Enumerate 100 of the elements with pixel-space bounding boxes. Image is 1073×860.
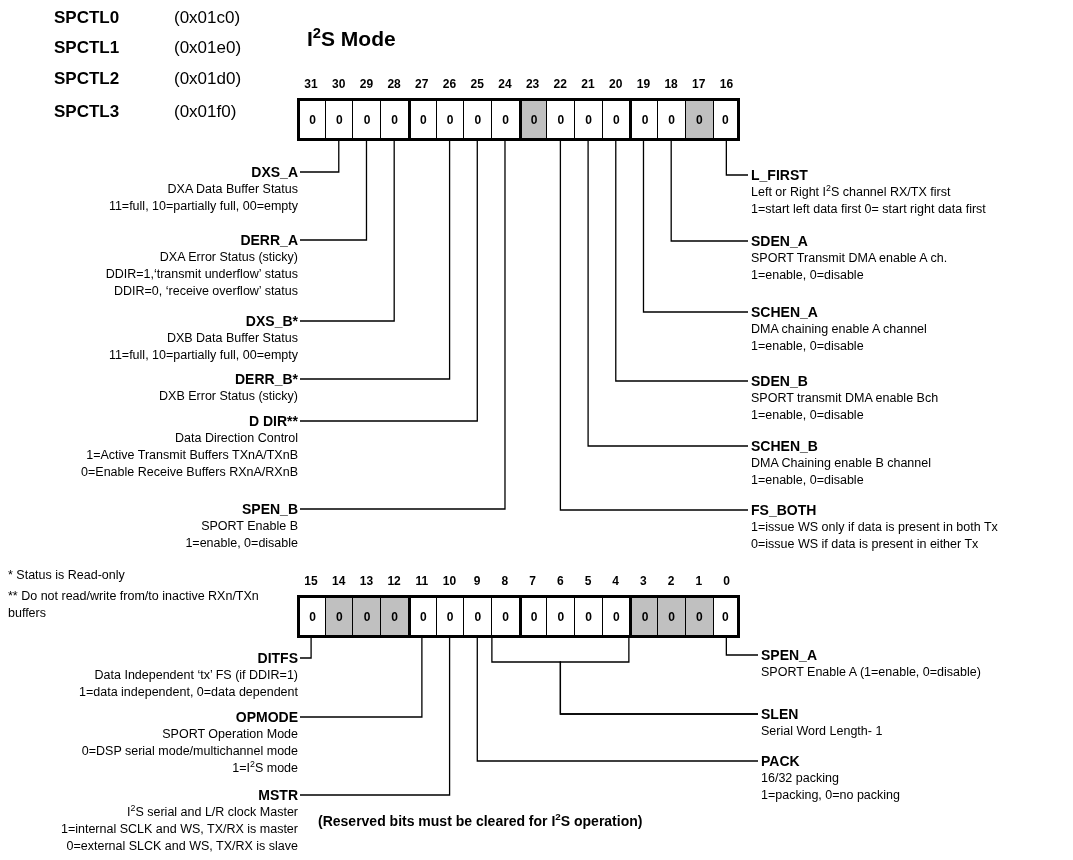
leader-line: [476, 637, 759, 762]
field-name: SPEN_A: [761, 646, 818, 664]
register-address: (0x01f0): [174, 102, 237, 122]
bit-number: 5: [583, 574, 593, 588]
field-description: 1=internal SCLK and WS, TX/RX is master: [60, 821, 298, 838]
bit-number: 0: [722, 574, 731, 588]
field-description: DDIR=1,‘transmit underflow’ status: [105, 266, 298, 283]
leader-line: [559, 637, 759, 715]
field-description: DXA Data Buffer Status: [167, 181, 298, 198]
footnote: ** Do not read/write from/to inactive RXn/TXn buffers: [8, 588, 260, 622]
field-name: FS_BOTH: [751, 501, 817, 519]
field-description: 0=external SLCK and WS, TX/RX is slave: [66, 838, 298, 855]
register-name: SPCTL1: [54, 38, 120, 58]
register-bit-cell: 0: [518, 595, 547, 638]
field-name: SLEN: [761, 705, 799, 723]
field-name: SDEN_B: [751, 372, 808, 390]
bit-number: 10: [441, 574, 458, 588]
field-name: DXS_A: [251, 163, 298, 181]
bit-number: 26: [441, 77, 458, 91]
field-description: DXA Error Status (sticky): [159, 249, 298, 266]
field-description: 1=enable, 0=disable: [751, 267, 864, 284]
register-bit-cell: 0: [601, 595, 630, 638]
register-bit-cell: 0: [574, 98, 603, 141]
register-bit-cell: 0: [407, 595, 436, 638]
title: I$^{2}$S Mode: [307, 27, 396, 51]
bit-number: 12: [386, 574, 402, 588]
field-name: SPEN_B: [241, 500, 298, 518]
register-bit-cell: 0: [657, 595, 686, 638]
bit-number: 27: [414, 77, 430, 91]
field-description: Data Independent ‘tx’ FS (if DDIR=1): [94, 667, 298, 684]
field-description: 1=enable, 0=disable: [751, 338, 864, 355]
field-description: Left or Right I$^{2}$S channel RX/TX first: [751, 184, 951, 201]
field-description: SPORT Operation Mode: [162, 726, 298, 743]
bit-number: 29: [358, 77, 375, 91]
field-name: L_FIRST: [751, 166, 808, 184]
field-description: DMA Chaining enable B channel: [751, 455, 931, 472]
register-bit-cell: 0: [435, 595, 464, 638]
register-bit-cell: 0: [518, 98, 547, 141]
bit-number: 24: [497, 77, 513, 91]
register-bit-cell: 0: [324, 595, 353, 638]
leader-line: [299, 140, 478, 422]
register-bit-cell: 0: [380, 98, 409, 141]
bit-number: 30: [331, 77, 347, 91]
leader-line: [299, 140, 451, 380]
leader-line: [299, 140, 506, 510]
bit-number: 14: [331, 574, 347, 588]
bit-number: 21: [580, 77, 596, 91]
leader-line: [670, 140, 749, 242]
register-name: SPCTL3: [54, 102, 120, 122]
field-description: 1=start left data first 0= start right data first: [751, 201, 986, 218]
field-description: 1=Active Transmit Buffers TXnA/TXnB: [86, 447, 298, 464]
register-bit-cell: 0: [324, 98, 353, 141]
field-name: SDEN_A: [751, 232, 808, 250]
register-address: (0x01c0): [174, 8, 241, 28]
register-address: (0x01e0): [174, 38, 242, 58]
field-description: SPORT Enable A (1=enable, 0=disable): [761, 664, 981, 681]
field-description: SPORT Transmit DMA enable A ch.: [751, 250, 948, 267]
leader-line: [587, 140, 749, 447]
register-bit-cell: 0: [657, 98, 686, 141]
leader-line: [299, 140, 395, 322]
leader-line: [559, 140, 749, 511]
footnote: * Status is Read-only: [8, 567, 126, 584]
field-description: 1=issue WS only if data is present in both Tx: [751, 519, 998, 536]
register-bit-cell: 0: [407, 98, 436, 141]
bit-number: 15: [303, 574, 319, 588]
field-description: 1=enable, 0=disable: [185, 535, 298, 552]
field-description: 1=enable, 0=disable: [751, 407, 864, 424]
bit-number: 20: [608, 77, 624, 91]
bit-number: 16: [718, 77, 735, 91]
register-bit-cell: 0: [490, 595, 520, 638]
register-bit-cell: 0: [435, 98, 464, 141]
field-description: DMA chaining enable A channel: [751, 321, 927, 338]
register-bit-cell: 0: [380, 595, 409, 638]
register-bit-cell: 0: [629, 98, 658, 141]
note: (Reserved bits must be cleared for I$^{2}$S operation): [318, 813, 643, 829]
field-description: DXB Data Buffer Status: [166, 330, 298, 347]
register-bit-cell: 0: [574, 595, 603, 638]
field-name: OPMODE: [235, 708, 298, 726]
field-name: MSTR: [258, 786, 298, 804]
leader-line: [299, 637, 423, 718]
field-description: I$^{2}$S serial and L/R clock Master: [127, 804, 298, 821]
field-description: 0=Enable Receive Buffers RXnA/RXnB: [81, 464, 298, 481]
bit-number: 11: [414, 574, 430, 588]
leader-line: [299, 637, 312, 659]
field-description: SPORT Enable B: [201, 518, 298, 535]
register-bit-cell: 0: [684, 98, 713, 141]
bit-number: 8: [500, 574, 510, 588]
register-bit-cell: 0: [297, 595, 326, 638]
register-bit-cell: 0: [490, 98, 520, 141]
field-name: SCHEN_A: [751, 303, 818, 321]
register-bit-cell: 0: [546, 98, 575, 141]
field-name: DERR_A: [240, 231, 298, 249]
register-name: SPCTL2: [54, 69, 120, 89]
leader-line: [725, 140, 749, 176]
field-name: PACK: [761, 752, 800, 770]
leader-line: [642, 140, 749, 313]
register-bit-cell: 0: [546, 595, 575, 638]
bit-number: 2: [666, 574, 676, 588]
bit-number: 28: [386, 77, 402, 91]
register-bit-cell: 0: [629, 595, 658, 638]
